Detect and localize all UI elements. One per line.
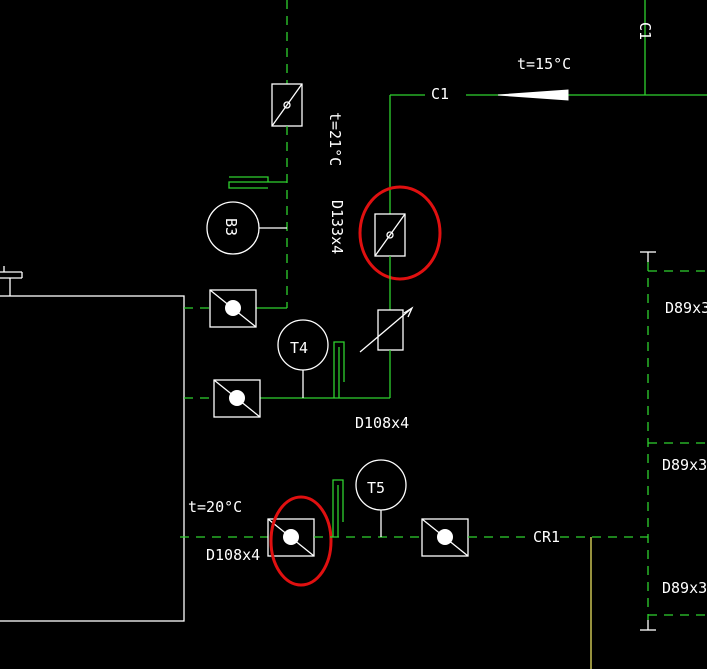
c1-vertical-label: C1 [636, 22, 654, 40]
b3-label: B3 [222, 218, 240, 236]
t5-label: T5 [367, 479, 385, 497]
tank [0, 295, 185, 622]
thermometer-icon [333, 341, 345, 398]
valve-icon[interactable] [271, 83, 303, 127]
arrow-icon [497, 89, 569, 101]
highlight-circle-icon [269, 495, 333, 587]
temp-label-bottom: t=20°C [188, 498, 242, 516]
regulator-valve-icon[interactable] [359, 306, 414, 353]
highlight-circle-icon [358, 185, 442, 281]
d108-mid-label: D108x4 [355, 414, 409, 432]
pump-icon[interactable] [206, 201, 287, 255]
c1-pipe-label: C1 [431, 85, 449, 103]
d89-label-3: D89x3. [662, 579, 707, 597]
valve-icon[interactable] [213, 379, 261, 418]
t4-sensor-icon[interactable] [277, 319, 329, 398]
cr1-label: CR1 [533, 528, 560, 546]
valve-icon[interactable] [421, 518, 469, 557]
d133-label: D133x4 [328, 200, 346, 254]
temp-label-top: t=15°C [517, 55, 571, 73]
temp-label-left: t=21°C [326, 112, 344, 166]
tank-vent-icon [0, 266, 23, 296]
thermometer-icon [332, 479, 344, 537]
d89-label-1: D89x3 [665, 299, 707, 317]
flow-meter-icon[interactable] [374, 213, 406, 257]
valve-icon[interactable] [267, 518, 315, 557]
t4-label: T4 [290, 339, 308, 357]
d89-label-2: D89x3. [662, 456, 707, 474]
d108-bottom-label: D108x4 [206, 546, 260, 564]
valve-icon[interactable] [209, 289, 257, 328]
thermometer-icon [228, 176, 287, 189]
t5-sensor-icon[interactable] [355, 459, 407, 537]
